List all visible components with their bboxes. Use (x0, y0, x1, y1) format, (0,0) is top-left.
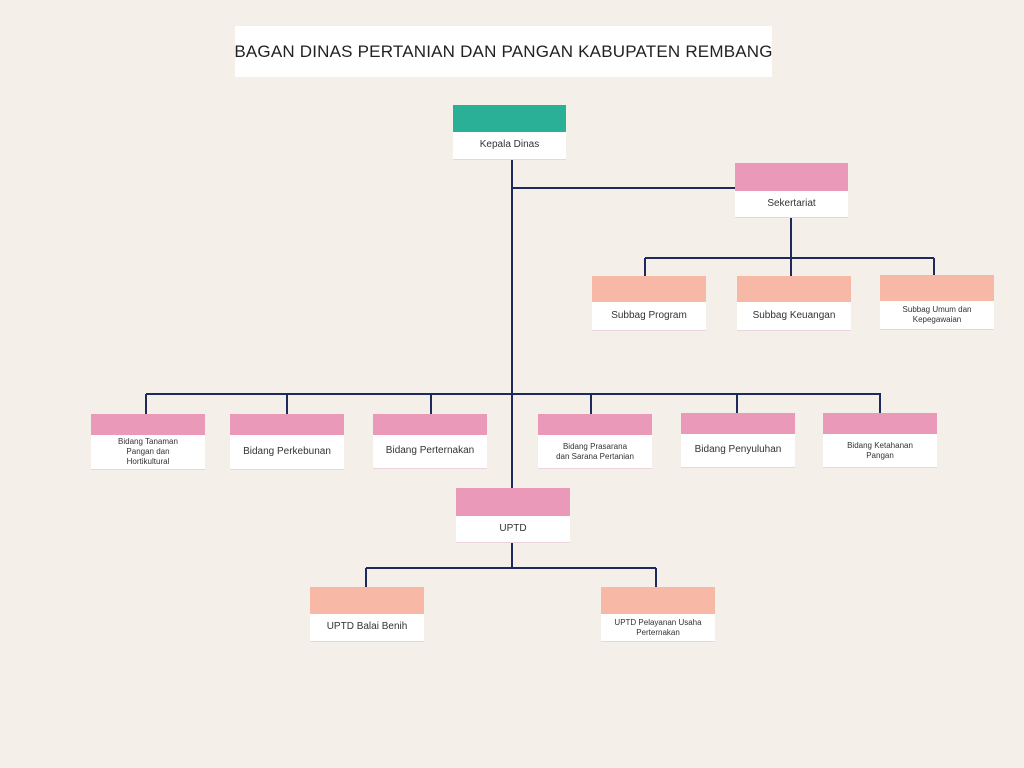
node-label: Bidang Perternakan (385, 445, 475, 457)
node-bidang-perkebunan: Bidang Perkebunan (230, 414, 344, 470)
node-label: UPTD Balai Benih (326, 621, 408, 633)
node-label: Bidang Penyuluhan (694, 444, 782, 456)
node-bidang-peternakan: Bidang Perternakan (373, 414, 487, 469)
node-band (735, 163, 848, 191)
node-label: Sekertariat (767, 197, 816, 209)
node-uptd-pelayanan: UPTD Pelayanan Usaha Perternakan (601, 587, 715, 642)
node-bidang-ketahanan: Bidang Ketahanan Pangan (823, 413, 937, 468)
node-subbag-umum: Subbag Umum dan Kepegawaian (880, 275, 994, 330)
node-label: UPTD Pelayanan Usaha Perternakan (614, 617, 702, 637)
node-band (456, 488, 570, 516)
node-band (880, 275, 994, 301)
node-band (823, 413, 937, 434)
node-band (601, 587, 715, 614)
node-band (737, 276, 851, 302)
node-label: Kepala Dinas (479, 139, 540, 151)
node-uptd: UPTD (456, 488, 570, 543)
node-label: Bidang Tanaman Pangan dan Hortikultural (118, 437, 178, 466)
node-band (373, 414, 487, 435)
node-subbag-program: Subbag Program (592, 276, 706, 331)
node-band (310, 587, 424, 614)
chart-title-box: BAGAN DINAS PERTANIAN DAN PANGAN KABUPAT… (234, 26, 773, 77)
node-band (230, 414, 344, 435)
node-sekertariat: Sekertariat (735, 163, 848, 218)
node-bidang-prasarana: Bidang Prasarana dan Sarana Pertanian (538, 414, 652, 469)
node-label: Bidang Prasarana dan Sarana Pertanian (556, 441, 634, 461)
node-label: Bidang Perkebunan (243, 445, 331, 457)
node-band (453, 105, 566, 132)
node-band (681, 413, 795, 434)
node-label: Bidang Ketahanan Pangan (847, 440, 913, 460)
node-label: Subbag Program (611, 309, 687, 321)
node-label: Subbag Umum dan Kepegawaian (902, 305, 972, 324)
node-band (592, 276, 706, 302)
node-label: UPTD (499, 522, 527, 534)
node-uptd-balai-benih: UPTD Balai Benih (310, 587, 424, 642)
node-bidang-penyuluhan: Bidang Penyuluhan (681, 413, 795, 468)
node-bidang-tanaman: Bidang Tanaman Pangan dan Hortikultural (91, 414, 205, 470)
node-band (538, 414, 652, 435)
node-label: Subbag Keuangan (752, 309, 836, 321)
node-band (91, 414, 205, 435)
node-subbag-keuangan: Subbag Keuangan (737, 276, 851, 331)
node-kepala-dinas: Kepala Dinas (453, 105, 566, 160)
chart-title: BAGAN DINAS PERTANIAN DAN PANGAN KABUPAT… (234, 41, 773, 61)
